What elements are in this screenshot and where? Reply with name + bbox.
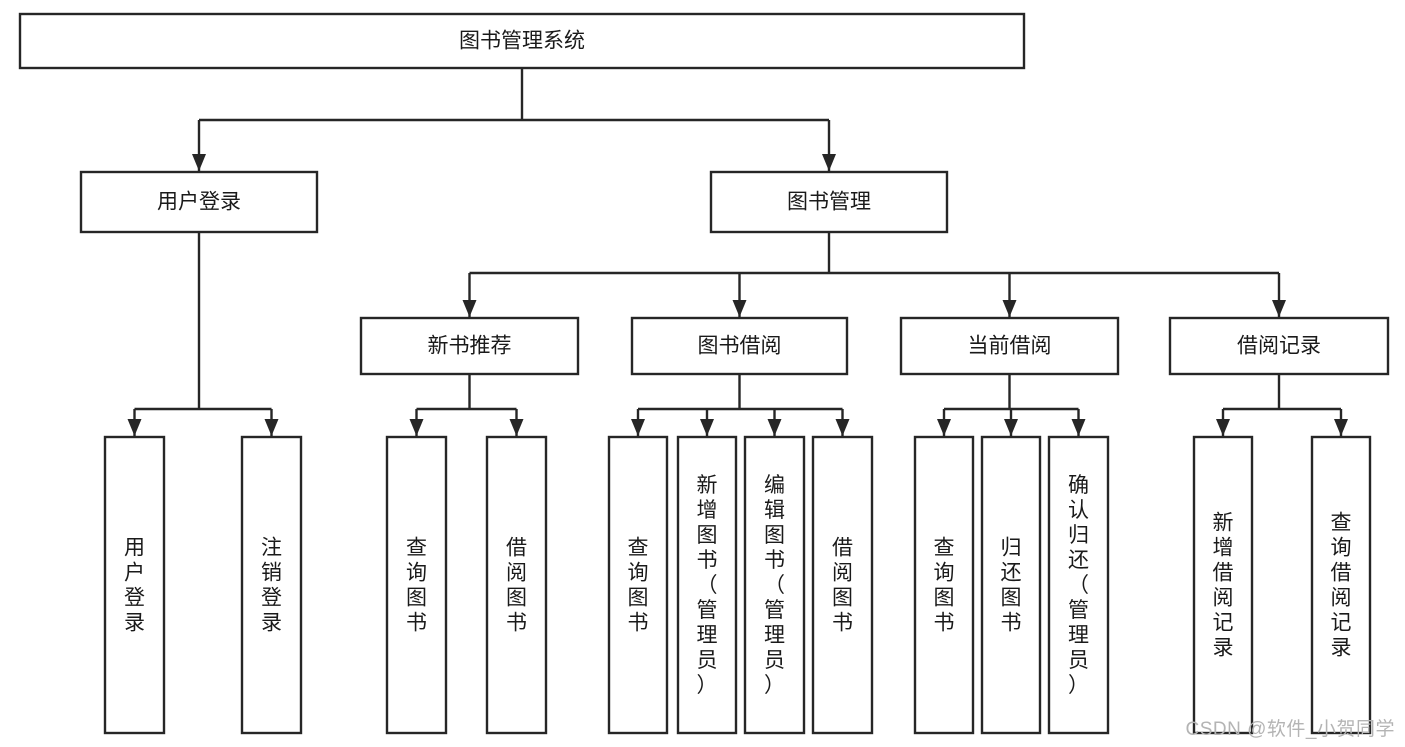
node-leaf-return-book-label: 归还图书 [1001,537,1022,635]
edges-layer [127,68,1348,436]
node-book-management-label: 图书管理 [787,191,871,214]
node-leaf-return-book[interactable]: 归还图书 [980,435,1042,735]
node-current-borrow-label: 当前借阅 [968,335,1052,358]
node-leaf-query-book-current-label: 查询图书 [934,537,955,635]
node-book-borrow-label: 图书借阅 [698,335,782,358]
arrow-head-icon [192,154,206,171]
node-book-borrow-box[interactable] [630,316,849,376]
node-leaf-borrow-book-recommend-box[interactable] [485,435,548,735]
node-leaf-query-book-current-box[interactable] [913,435,975,735]
node-leaf-query-book-recommend[interactable]: 查询图书 [385,435,448,735]
arrow-head-icon [1004,419,1018,436]
node-leaf-query-book-current[interactable]: 查询图书 [913,435,975,735]
node-borrow-record[interactable]: 借阅记录 [1168,316,1390,376]
node-leaf-borrow-book-label: 借阅图书 [832,537,853,635]
arrow-head-icon [835,419,850,436]
node-leaf-user-logout-box[interactable] [240,435,303,735]
arrow-head-icon [631,419,645,436]
arrow-head-icon [732,300,747,317]
arrow-head-icon [937,419,951,436]
node-leaf-query-book-borrow-label: 查询图书 [628,537,649,635]
node-leaf-edit-book[interactable]: 编辑图书（管理员） [743,435,806,735]
arrow-head-icon [1071,419,1086,436]
arrow-head-icon [822,154,836,171]
node-leaf-user-login-label: 用户登录 [124,537,145,635]
node-leaf-return-book-box[interactable] [980,435,1042,735]
node-root[interactable]: 图书管理系统 [18,12,1026,70]
node-leaf-borrow-book-box[interactable] [811,435,874,735]
node-leaf-add-book-label: 新增图书（管理员） [697,474,718,697]
node-leaf-borrow-book-recommend[interactable]: 借阅图书 [485,435,548,735]
node-new-book-recommend-label: 新书推荐 [428,335,512,358]
node-leaf-add-book-box[interactable] [676,435,738,735]
arrow-head-icon [767,419,782,436]
node-leaf-query-book-recommend-box[interactable] [385,435,448,735]
node-leaf-add-borrow-record-label: 新增借阅记录 [1213,512,1234,660]
node-leaf-confirm-return-box[interactable] [1047,435,1110,735]
arrow-head-icon [700,419,714,436]
node-leaf-confirm-return[interactable]: 确认归还（管理员） [1047,435,1110,735]
node-leaf-add-book[interactable]: 新增图书（管理员） [676,435,738,735]
arrow-head-icon [1216,419,1230,436]
node-leaf-query-book-recommend-label: 查询图书 [406,537,427,635]
nodes-layer: 图书管理系统用户登录图书管理新书推荐图书借阅当前借阅借阅记录用户登录注销登录查询… [18,12,1390,735]
node-book-borrow[interactable]: 图书借阅 [630,316,849,376]
node-leaf-user-login[interactable]: 用户登录 [103,435,166,735]
node-leaf-query-borrow-record-label: 查询借阅记录 [1331,512,1352,660]
node-current-borrow-box[interactable] [899,316,1120,376]
arrow-head-icon [127,419,142,436]
node-root-box[interactable] [18,12,1026,70]
node-user-login[interactable]: 用户登录 [79,170,319,234]
node-leaf-add-borrow-record[interactable]: 新增借阅记录 [1192,435,1254,735]
csdn-watermark: CSDN @软件_小贺同学 [1185,719,1395,740]
arrow-head-icon [1334,419,1348,436]
node-leaf-confirm-return-label: 确认归还（管理员） [1068,474,1089,697]
node-leaf-query-borrow-record-box[interactable] [1310,435,1372,735]
node-book-management[interactable]: 图书管理 [709,170,949,234]
node-root-label: 图书管理系统 [459,30,585,53]
node-leaf-borrow-book-recommend-label: 借阅图书 [506,537,527,635]
node-leaf-edit-book-label: 编辑图书（管理员） [764,474,785,697]
node-book-management-box[interactable] [709,170,949,234]
node-leaf-user-login-box[interactable] [103,435,166,735]
node-current-borrow[interactable]: 当前借阅 [899,316,1120,376]
arrow-head-icon [462,300,477,317]
node-user-login-label: 用户登录 [157,191,241,214]
node-borrow-record-box[interactable] [1168,316,1390,376]
node-borrow-record-label: 借阅记录 [1237,335,1321,358]
node-leaf-user-logout-label: 注销登录 [261,537,282,635]
node-new-book-recommend-box[interactable] [359,316,580,376]
arrow-head-icon [509,419,524,436]
arrow-head-icon [1002,300,1017,317]
node-user-login-box[interactable] [79,170,319,234]
arrow-head-icon [1272,300,1286,317]
arrow-head-icon [264,419,279,436]
node-leaf-edit-book-box[interactable] [743,435,806,735]
node-leaf-borrow-book[interactable]: 借阅图书 [811,435,874,735]
node-leaf-add-borrow-record-box[interactable] [1192,435,1254,735]
node-leaf-query-book-borrow[interactable]: 查询图书 [607,435,669,735]
node-leaf-user-logout[interactable]: 注销登录 [240,435,303,735]
node-new-book-recommend[interactable]: 新书推荐 [359,316,580,376]
node-leaf-query-book-borrow-box[interactable] [607,435,669,735]
node-leaf-query-borrow-record[interactable]: 查询借阅记录 [1310,435,1372,735]
arrow-head-icon [409,419,424,436]
